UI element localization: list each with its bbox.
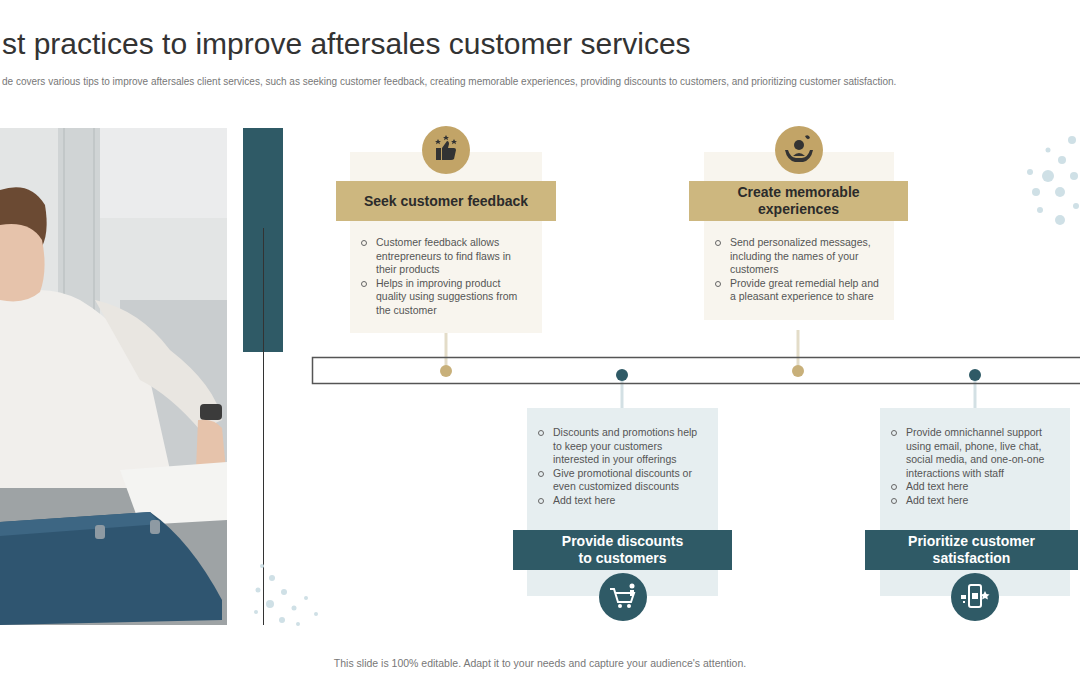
bullet-list: Send personalized messages, including th… bbox=[704, 236, 894, 304]
satisfaction-phone-icon bbox=[951, 573, 999, 621]
bullet-text: Provide omnichannel support using email,… bbox=[906, 426, 1058, 480]
bullet-text: Add text here bbox=[553, 494, 706, 508]
heading-text: Provide discounts to customers bbox=[521, 533, 724, 567]
heading-band: Provide discounts to customers bbox=[513, 530, 732, 570]
slide-footer: This slide is 100% editable. Adapt it to… bbox=[0, 656, 1080, 670]
heading-text: Seek customer feedback bbox=[364, 193, 528, 210]
timeline bbox=[313, 330, 1080, 415]
practice-card: Discounts and promotions help to keep yo… bbox=[527, 408, 718, 596]
bullet-text: Send personalized messages, including th… bbox=[730, 236, 882, 277]
decor-dots bbox=[254, 136, 1079, 626]
bullet-text: Provide great remedial help and a pleasa… bbox=[730, 277, 882, 304]
slide-title: st practices to improve aftersales custo… bbox=[2, 26, 691, 62]
bullet-text: Customer feedback allows entrepreneurs t… bbox=[376, 236, 530, 277]
heading-band: Create memorable experiences bbox=[689, 181, 908, 221]
bullet-text: Discounts and promotions help to keep yo… bbox=[553, 426, 706, 467]
heading-band: Seek customer feedback bbox=[336, 181, 556, 221]
bullet-list: Customer feedback allows entrepreneurs t… bbox=[350, 236, 542, 317]
discount-cart-icon bbox=[599, 573, 647, 621]
bullet-text: Helps in improving product quality using… bbox=[376, 277, 530, 318]
bullet-text: Add text here bbox=[906, 494, 1058, 508]
heading-text: Create memorable experiences bbox=[697, 184, 900, 218]
bullet-text: Add text here bbox=[906, 480, 1058, 494]
heading-band: Prioritize customer satisfaction bbox=[865, 530, 1078, 570]
heading-text: Prioritize customer satisfaction bbox=[873, 533, 1070, 567]
practice-card: Provide omnichannel support using email,… bbox=[880, 408, 1070, 596]
practice-card: Seek customer feedbackCustomer feedback … bbox=[350, 152, 542, 333]
practice-card: Create memorable experiencesSend persona… bbox=[704, 152, 894, 320]
slide-subtitle: de covers various tips to improve afters… bbox=[2, 75, 896, 88]
feedback-icon bbox=[422, 126, 470, 174]
experience-icon bbox=[775, 126, 823, 174]
bullet-list: Provide omnichannel support using email,… bbox=[880, 426, 1070, 530]
bullet-text: Give promotional discounts or even custo… bbox=[553, 467, 706, 494]
office-photo bbox=[0, 128, 227, 625]
bullet-list: Discounts and promotions help to keep yo… bbox=[527, 426, 718, 530]
